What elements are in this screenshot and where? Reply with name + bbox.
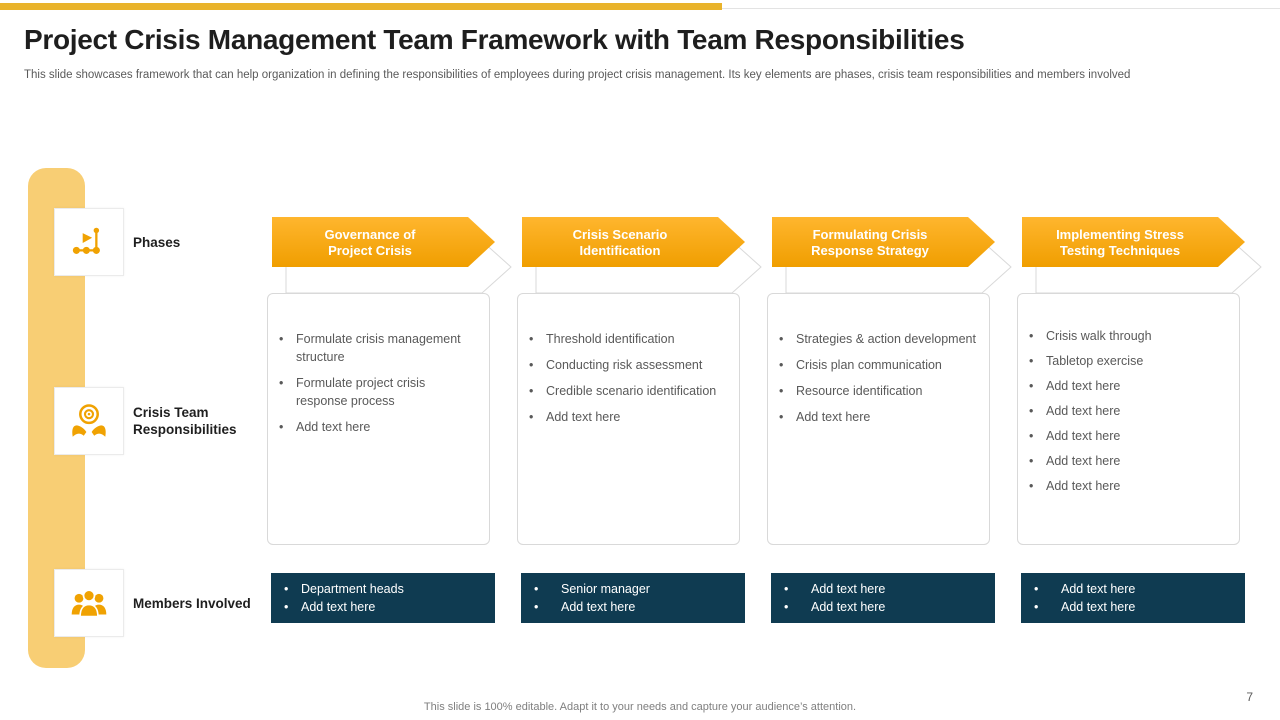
responsibility-item: Add text here [1018, 402, 1229, 420]
responsibilities-box: Threshold identification Conducting risk… [517, 293, 740, 545]
member-item: Add text here [521, 598, 745, 616]
responsibility-item: Add text here [1018, 452, 1229, 470]
people-group-icon [71, 589, 107, 618]
members-box: Add text here Add text here [1021, 573, 1245, 623]
top-divider-line [722, 8, 1280, 9]
milestone-chart-icon [72, 227, 100, 254]
responsibilities-list: Strategies & action development Crisis p… [768, 294, 989, 426]
phase-header: Governance of Project Crisis [272, 217, 468, 269]
phase-column-2: Crisis Scenario Identification Threshold… [515, 0, 765, 720]
phases-icon-box [54, 208, 124, 276]
member-item: Add text here [1021, 598, 1245, 616]
row-label-phases: Phases [133, 234, 181, 250]
responsibility-item: Strategies & action development [768, 330, 979, 348]
responsibility-item: Crisis plan communication [768, 356, 979, 374]
phase-header: Crisis Scenario Identification [522, 217, 718, 269]
phase-arrow-shape [522, 217, 762, 294]
phase-header-line1: Formulating Crisis [812, 227, 928, 242]
responsibilities-list: Formulate crisis management structure Fo… [268, 294, 489, 436]
responsibility-item: Add text here [1018, 427, 1229, 445]
page-number: 7 [1246, 690, 1253, 704]
phase-column-4: Implementing Stress Testing Techniques C… [1015, 0, 1265, 720]
row-label-members: Members Involved [133, 595, 251, 611]
responsibility-item: Add text here [1018, 377, 1229, 395]
phase-header-line2: Project Crisis [328, 243, 412, 258]
phase-header: Formulating Crisis Response Strategy [772, 217, 968, 269]
responsibility-item: Add text here [268, 418, 479, 436]
responsibility-item: Credible scenario identification [518, 382, 729, 400]
members-box: Add text here Add text here [771, 573, 995, 623]
members-icon-box [54, 569, 124, 637]
members-list: Add text here Add text here [1021, 573, 1245, 616]
responsibility-item: Tabletop exercise [1018, 352, 1229, 370]
members-list: Senior manager Add text here [521, 573, 745, 616]
phase-column-3: Formulating Crisis Response Strategy Str… [765, 0, 1015, 720]
member-item: Add text here [771, 598, 995, 616]
responsibilities-box: Crisis walk through Tabletop exercise Ad… [1017, 293, 1240, 545]
responsibility-item: Threshold identification [518, 330, 729, 348]
member-item: Add text here [1021, 580, 1245, 598]
phase-header-line2: Response Strategy [811, 243, 929, 258]
member-item: Add text here [271, 598, 495, 616]
phase-arrow-shape [772, 217, 1012, 294]
responsibilities-list: Crisis walk through Tabletop exercise Ad… [1018, 294, 1239, 495]
responsibility-item: Conducting risk assessment [518, 356, 729, 374]
responsibilities-list: Threshold identification Conducting risk… [518, 294, 739, 426]
members-list: Add text here Add text here [771, 573, 995, 616]
responsibilities-icon-box [54, 387, 124, 455]
phase-header-line2: Identification [579, 243, 661, 258]
slide-subtitle: This slide showcases framework that can … [24, 69, 1131, 81]
member-item: Add text here [771, 580, 995, 598]
phase-header-line1: Crisis Scenario [572, 227, 668, 242]
responsibility-item: Crisis walk through [1018, 327, 1229, 345]
footer-note: This slide is 100% editable. Adapt it to… [423, 701, 857, 713]
phase-header-line1: Governance of [324, 227, 416, 242]
responsibilities-box: Formulate crisis management structure Fo… [267, 293, 490, 545]
phase-header: Implementing Stress Testing Techniques [1022, 217, 1218, 269]
responsibility-item: Add text here [518, 408, 729, 426]
phase-arrow-shape [272, 217, 512, 294]
member-item: Senior manager [521, 580, 745, 598]
responsibility-item: Add text here [1018, 477, 1229, 495]
members-box: Department heads Add text here [271, 573, 495, 623]
responsibility-item: Formulate crisis management structure [268, 330, 479, 366]
member-item: Department heads [271, 580, 495, 598]
members-list: Department heads Add text here [271, 573, 495, 616]
phase-header-line1: Implementing Stress [1056, 227, 1184, 242]
hands-holding-target-icon [72, 404, 106, 437]
page-title: Project Crisis Management Team Framework… [24, 24, 965, 55]
phase-column-1: Governance of Project Crisis Formulate c… [265, 0, 515, 720]
members-box: Senior manager Add text here [521, 573, 745, 623]
responsibilities-box: Strategies & action development Crisis p… [767, 293, 990, 545]
responsibility-item: Add text here [768, 408, 979, 426]
responsibility-item: Formulate project crisis response proces… [268, 374, 479, 410]
responsibility-item: Resource identification [768, 382, 979, 400]
row-label-responsibilities: Crisis Team Responsibilities [133, 405, 237, 437]
phase-header-line2: Testing Techniques [1059, 243, 1181, 258]
phase-arrow-shape [1022, 217, 1262, 294]
top-accent-bar [0, 3, 722, 10]
